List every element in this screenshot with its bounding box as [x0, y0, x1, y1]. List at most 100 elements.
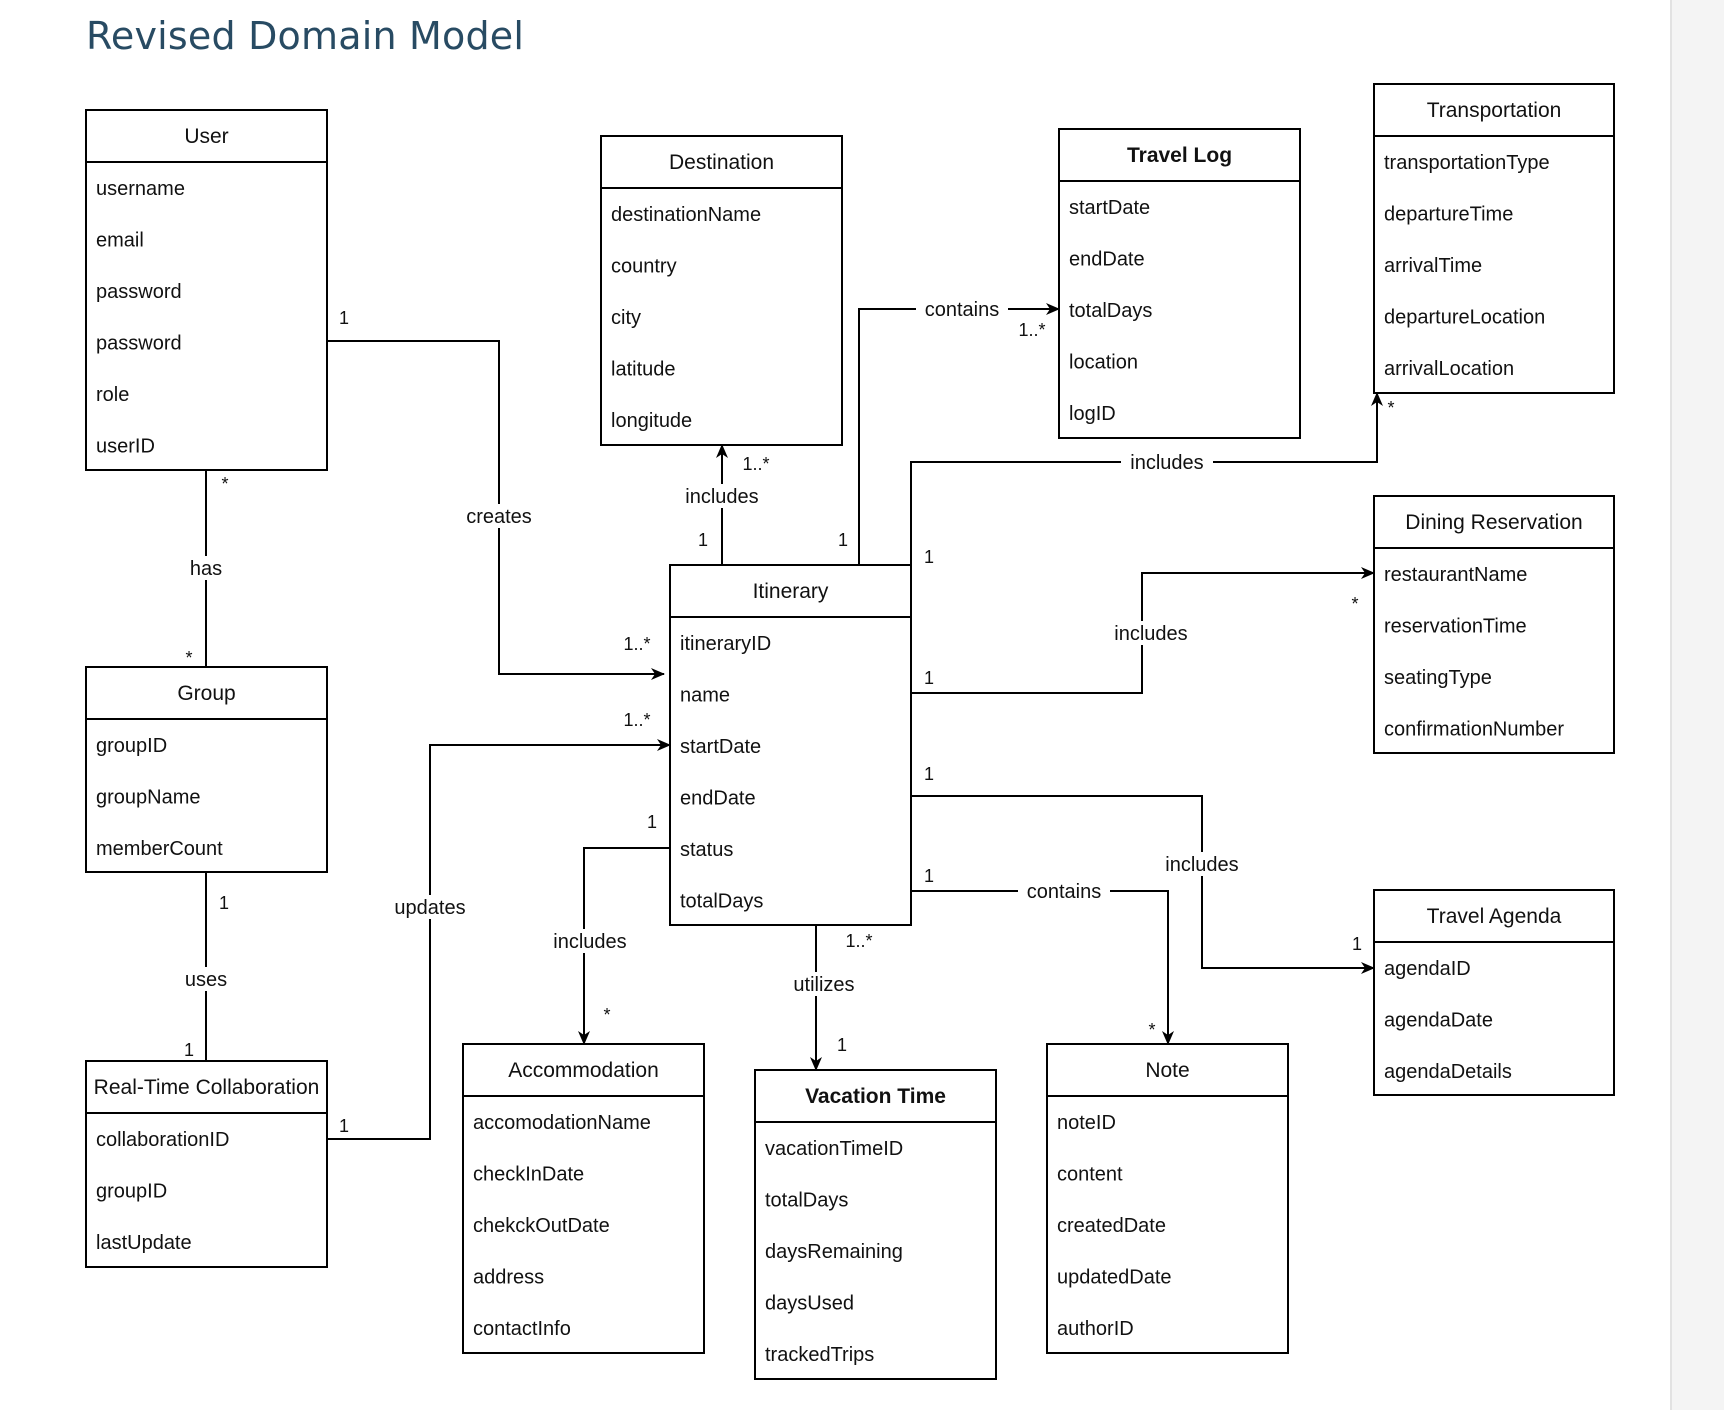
class-attribute: startDate	[680, 736, 761, 758]
association-line-itinerary_agenda	[911, 795, 1375, 974]
class-name: Group	[177, 682, 235, 705]
class-attribute: agendaDate	[1384, 1010, 1493, 1032]
scrollbar-gutter[interactable]	[1670, 0, 1724, 1410]
class-attribute: totalDays	[1069, 300, 1152, 322]
multiplicity-source: 1	[219, 893, 229, 913]
class-travellog[interactable]: Travel LogstartDateendDatetotalDayslocat…	[1058, 128, 1301, 439]
class-box	[1373, 83, 1615, 394]
class-itinerary[interactable]: Itinerary itineraryID name startDate endDate…	[669, 564, 912, 926]
association-label-rtc_itinerary: updates	[394, 897, 465, 919]
class-attribute: chekckOutDate	[473, 1215, 610, 1237]
multiplicity-source: 1..*	[845, 931, 872, 951]
class-attribute: groupName	[96, 787, 201, 809]
multiplicity-target: 1..*	[623, 710, 650, 730]
class-vacation[interactable]: Vacation Time vacationTimeID totalDays days…	[754, 1069, 997, 1380]
class-note[interactable]: NotenoteIDcontentcreatedDateupdatedDatea…	[1046, 1043, 1289, 1354]
class-attribute: longitude	[611, 410, 692, 432]
class-attribute: groupID	[96, 1181, 167, 1203]
class-attribute: reservationTime	[1384, 616, 1527, 638]
class-box	[462, 1043, 705, 1354]
class-attribute: name	[680, 685, 730, 707]
class-attribute: totalDays	[680, 891, 763, 913]
multiplicity-source: 1	[339, 308, 349, 328]
class-attribute: latitude	[611, 359, 676, 381]
classes: Userusernameemailpasswordpasswordroleuse…	[85, 83, 1615, 1380]
class-attribute: noteID	[1057, 1112, 1116, 1134]
multiplicity-source: 1	[924, 547, 934, 567]
class-accommodation[interactable]: AccommodationaccomodationNamecheckInDate…	[462, 1043, 705, 1354]
label-backdrop	[676, 484, 768, 508]
class-name: Travel Agenda	[1427, 905, 1562, 928]
class-attribute: seatingType	[1384, 667, 1492, 689]
label-backdrop	[186, 556, 226, 580]
class-name: Accommodation	[508, 1059, 659, 1082]
label-backdrop	[458, 504, 540, 528]
multiplicity-target: 1	[184, 1040, 194, 1060]
class-attribute: status	[680, 839, 733, 861]
class-attribute: daysUsed	[765, 1293, 854, 1315]
class-rtc[interactable]: Real-Time Collaboration collaborationID gr…	[85, 1060, 328, 1268]
class-box	[754, 1069, 997, 1380]
label-backdrop	[916, 297, 1008, 321]
multiplicity-source: 1	[647, 812, 657, 832]
label-backdrop	[544, 929, 636, 953]
association-label-itinerary_transportation: includes	[1130, 452, 1203, 474]
class-attribute: role	[96, 384, 129, 406]
class-attribute: accomodationName	[473, 1112, 651, 1134]
class-name: Vacation Time	[805, 1085, 946, 1108]
multiplicity-target: 1..*	[1018, 320, 1045, 340]
label-backdrop	[1121, 450, 1213, 474]
association-label-itinerary_destination: includes	[685, 486, 758, 508]
multiplicity-target: 1..*	[623, 634, 650, 654]
class-dining[interactable]: Dining ReservationrestaurantNamereservat…	[1373, 495, 1615, 754]
page-title: Revised Domain Model	[86, 14, 525, 58]
class-attribute: updatedDate	[1057, 1267, 1172, 1289]
class-name: Real-Time Collaboration	[94, 1076, 320, 1099]
class-attribute: username	[96, 178, 185, 200]
association-label-itinerary_travellog: contains	[925, 299, 1000, 321]
multiplicity-target: 1..*	[742, 454, 769, 474]
class-name: User	[184, 125, 228, 148]
class-attribute: agendaID	[1384, 958, 1471, 980]
multiplicity-target: 1	[837, 1035, 847, 1055]
multiplicity-source: 1	[924, 866, 934, 886]
class-box	[85, 109, 328, 471]
class-attribute: endDate	[680, 788, 756, 810]
label-backdrop	[181, 967, 231, 991]
class-attribute: itineraryID	[680, 633, 771, 655]
association-line-itinerary_accommodation	[578, 847, 670, 1045]
class-attribute: transportationType	[1384, 152, 1550, 174]
class-user[interactable]: Userusernameemailpasswordpasswordroleuse…	[85, 109, 328, 471]
class-box	[1046, 1043, 1289, 1354]
class-attribute: totalDays	[765, 1190, 848, 1212]
class-agenda[interactable]: Travel AgendaagendaIDagendaDateagendaDet…	[1373, 889, 1615, 1096]
class-attribute: vacationTimeID	[765, 1138, 903, 1160]
class-box	[600, 135, 843, 446]
class-name: Itinerary	[753, 580, 829, 603]
class-transportation[interactable]: TransportationtransportationTypedepartur…	[1373, 83, 1615, 394]
class-box	[85, 1060, 328, 1268]
class-attribute: location	[1069, 352, 1138, 374]
label-backdrop	[389, 895, 471, 919]
class-attribute: arrivalTime	[1384, 255, 1482, 277]
class-attribute: departureTime	[1384, 204, 1513, 226]
class-attribute: contactInfo	[473, 1318, 571, 1340]
class-attribute: address	[473, 1267, 544, 1289]
class-attribute: content	[1057, 1164, 1123, 1186]
label-backdrop	[1105, 621, 1197, 645]
class-attribute: arrivalLocation	[1384, 358, 1514, 380]
association-label-itinerary_accommodation: includes	[553, 931, 626, 953]
multiplicity-source: *	[221, 474, 228, 494]
multiplicity-target: *	[1351, 594, 1358, 614]
class-attribute: collaborationID	[96, 1129, 229, 1151]
class-attribute: createdDate	[1057, 1215, 1166, 1237]
class-destination[interactable]: DestinationdestinationNamecountrycitylat…	[600, 135, 843, 446]
multiplicity-target: *	[185, 648, 192, 668]
class-name: Destination	[669, 151, 774, 174]
class-name: Dining Reservation	[1405, 511, 1582, 534]
class-name: Travel Log	[1127, 144, 1232, 167]
class-attribute: daysRemaining	[765, 1241, 903, 1263]
multiplicity-source: 1	[924, 764, 934, 784]
class-attribute: authorID	[1057, 1318, 1134, 1340]
